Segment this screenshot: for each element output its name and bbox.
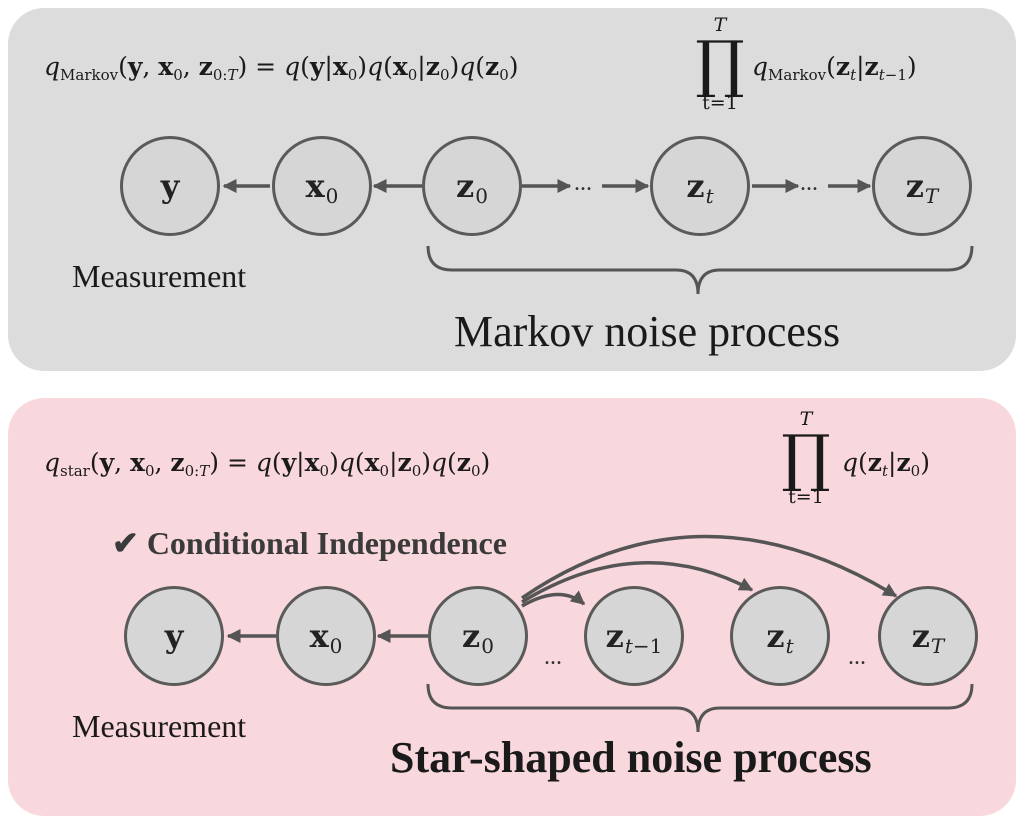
markov-product-operator: T ∏ t=1 [695, 14, 745, 114]
edge-z0-to-zt [521, 561, 754, 604]
star-measurement-label: Measurement [72, 708, 247, 744]
edge-z0-to-zt-minus-1 [521, 590, 586, 608]
markov-ellipsis-1: ... [574, 170, 592, 196]
markov-measurement-label: Measurement [72, 258, 247, 294]
markov-process-label: Markov noise process [454, 307, 841, 356]
markov-ellipsis-2: ... [800, 170, 818, 196]
star-ellipsis-1: ... [544, 644, 562, 670]
star-product-operator: T ∏ t=1 [781, 408, 831, 508]
markov-transition-factor: qMarkov(zt|zt−1) [752, 52, 917, 84]
star-process-brace [426, 683, 974, 733]
conditional-independence-label: Conditional Independence [146, 525, 507, 561]
markov-node-y: y [120, 136, 220, 236]
conditional-independence-note: ✔ Conditional Independence [112, 524, 507, 562]
edge-z0-to-zT [521, 534, 898, 600]
check-icon: ✔ [112, 525, 139, 561]
star-process-label: Star-shaped noise process [390, 733, 872, 782]
star-ellipsis-2: ... [848, 644, 866, 670]
star-joint-formula: qstar(y, x0, z0:T) = q(y|x0)q(x0|z0)q(z0… [44, 448, 491, 480]
star-node-y: y [124, 586, 224, 686]
markov-process-brace [426, 245, 974, 295]
markov-joint-formula: qMarkov(y, x0, z0:T) = q(y|x0)q(x0|z0)q(… [44, 52, 519, 84]
star-conditional-factor: q(zt|z0) [842, 448, 930, 480]
